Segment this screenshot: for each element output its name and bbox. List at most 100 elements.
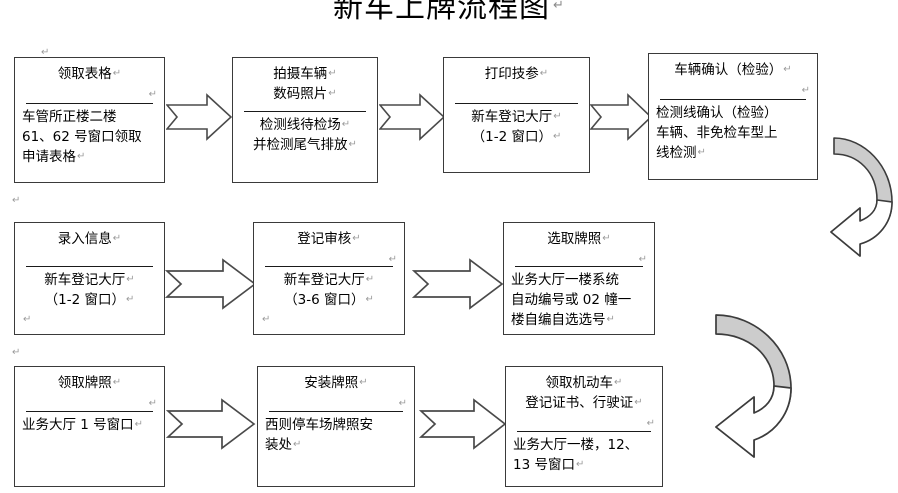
box-body-text: 并检测尾气排放 [253,137,348,153]
box-header-line: 登记审核 [297,231,352,247]
paragraph-mark-icon: ↵ [359,377,368,388]
process-box-collect-plate[interactable]: 领取牌照↵ ↵ 业务大厅 1 号窗口↵ [14,366,165,487]
box-body: 新车登记大厅↵ （1-2 窗口）↵ [451,107,582,147]
right-arrow-icon-r3-2 [419,398,507,450]
box-body-line: 楼自编自选选号↵ [511,310,647,330]
box-header: 领取机动车↵ [513,373,655,393]
process-box-registration-review[interactable]: 登记审核↵ ↵ 新车登记大厅↵ （3-6 窗口）↵ ↵ [253,222,405,335]
box-header: 登记证书、行驶证↵ [513,393,655,413]
paragraph-mark-icon: ↵ [41,47,50,58]
paragraph-mark-icon: ↵ [125,294,135,305]
box-header-line: 领取机动车 [545,375,614,391]
box-header-line: 安装牌照 [304,375,359,391]
paragraph-mark-icon: ↵ [23,314,32,325]
process-box-get-form[interactable]: 领取表格↵ ↵ 车管所正楼二楼 61、62 号窗口领取 申请表格↵ [14,57,165,183]
page-title: 新车上牌流程图↵ [0,0,898,28]
paragraph-mark-icon: ↵ [112,68,122,79]
box-divider [517,431,651,432]
box-body-line: 新车登记大厅↵ [22,270,157,290]
paragraph-mark-icon: ↵ [328,88,337,99]
box-header: 录入信息↵ [22,229,157,249]
box-spacer: ↵ [265,393,407,409]
box-header-line: 选取牌照 [547,231,602,247]
box-header-line: 领取牌照 [57,375,112,391]
process-box-select-plate[interactable]: 选取牌照↵ ↵ 业务大厅一楼系统 自动编号或 02 幢一 楼自编自选选号↵ [503,222,655,335]
paragraph-mark-icon: ↵ [606,314,615,325]
box-spacer: ↵ [656,80,810,96]
paragraph-mark-icon: ↵ [634,397,643,408]
box-header: 登记审核↵ [261,229,397,249]
box-spacer: ↵ [22,393,157,409]
paragraph-mark-icon: ↵ [12,195,21,206]
box-body-text: 检测线待检场 [259,117,341,133]
box-body-line: 业务大厅一楼系统 [511,272,619,288]
right-arrow-icon-r1-3 [590,93,652,141]
box-header-line: 登记证书、行驶证 [525,395,634,411]
box-body: 检测线待检场↵ 并检测尾气排放↵ [240,115,370,155]
box-body-line: 业务大厅一楼，12、 [513,437,639,453]
box-header: 数码照片↵ [240,84,370,104]
box-body-line: （1-2 窗口）↵ [22,290,157,310]
process-box-enter-info[interactable]: 录入信息↵ 新车登记大厅↵ （1-2 窗口）↵ ↵ [14,222,165,335]
box-body-line: 检测线待检场↵ [240,115,370,135]
box-body-line: 新车登记大厅↵ [261,270,397,290]
box-body-line: （3-6 窗口）↵ [261,290,397,310]
box-divider [26,103,153,104]
box-spacer: ↵ [261,249,397,265]
box-header: 领取牌照↵ [22,373,157,393]
process-box-print-spec[interactable]: 打印技参↵ 新车登记大厅↵ （1-2 窗口）↵ [443,57,590,173]
box-body-text: （3-6 窗口） [284,292,365,308]
box-body-text: 申请表格 [22,149,76,165]
right-arrow-icon-r2-2 [412,258,504,310]
box-divider [269,411,403,412]
paragraph-mark-icon: ↵ [262,314,271,325]
box-body-line: 车辆、非免检车型上 [656,125,778,141]
right-arrow-icon-r3-1 [166,398,256,450]
box-body-text: 线检测 [656,145,697,161]
box-header-line: 拍摄车辆 [273,66,328,82]
box-body-text: （1-2 窗口） [44,292,125,308]
paragraph-mark-icon: ↵ [553,111,562,122]
paragraph-mark-icon: ↵ [148,398,157,409]
box-body-text: 新车登记大厅 [471,109,553,125]
box-header-line: 录入信息 [57,231,112,247]
box-body: 业务大厅一楼，12、 13 号窗口↵ [513,435,655,475]
process-box-install-plate[interactable]: 安装牌照↵ ↵ 西则停车场牌照安 装处↵ [257,366,415,487]
box-spacer [22,249,157,259]
box-body-line: 装处↵ [265,435,407,455]
process-box-vehicle-confirm[interactable]: 车辆确认（检验）↵ ↵ 检测线确认（检验） 车辆、非免检车型上 线检测↵ [648,53,818,180]
paragraph-mark-icon: ↵ [77,151,86,162]
u-turn-arrow-icon-1 [822,128,898,258]
paragraph-mark-icon: ↵ [552,131,562,142]
box-body-line: 并检测尾气排放↵ [240,135,370,155]
box-divider [26,411,153,412]
u-turn-arrow-icon-2 [683,285,813,460]
box-body-text: 业务大厅 1 号窗口 [22,417,134,433]
right-arrow-icon-r2-1 [165,258,257,310]
box-spacer: ↵ [513,413,655,429]
box-body: 业务大厅 1 号窗口↵ [22,415,157,435]
box-divider [26,266,153,267]
box-header: 安装牌照↵ [265,373,407,393]
box-header: 车辆确认（检验）↵ [656,60,810,80]
box-body-text: 新车登记大厅 [283,272,365,288]
paragraph-mark-icon: ↵ [348,139,357,150]
box-body-line: 检测线确认（检验） [656,105,778,121]
process-box-photo-vehicle[interactable]: 拍摄车辆↵ 数码照片↵ 检测线待检场↵ 并检测尾气排放↵ [232,57,378,183]
box-header: 领取表格↵ [22,64,157,84]
process-box-collect-certs[interactable]: 领取机动车↵ 登记证书、行驶证↵ ↵ 业务大厅一楼，12、 13 号窗口↵ [505,366,663,487]
paragraph-mark-icon: ↵ [388,254,397,265]
paragraph-mark-icon: ↵ [398,398,407,409]
box-body: 新车登记大厅↵ （3-6 窗口）↵ ↵ [261,270,397,330]
box-body: 车管所正楼二楼 61、62 号窗口领取 申请表格↵ [22,107,157,167]
paragraph-mark-icon: ↵ [134,419,144,430]
paragraph-mark-icon: ↵ [293,439,302,450]
right-arrow-icon-r1-2 [379,93,445,141]
box-body: 检测线确认（检验） 车辆、非免检车型上 线检测↵ [656,103,810,163]
box-divider [265,266,393,267]
box-divider [455,103,578,104]
box-divider [660,99,806,100]
box-header: 拍摄车辆↵ [240,64,370,84]
box-body-line: 车管所正楼二楼 [22,109,117,125]
